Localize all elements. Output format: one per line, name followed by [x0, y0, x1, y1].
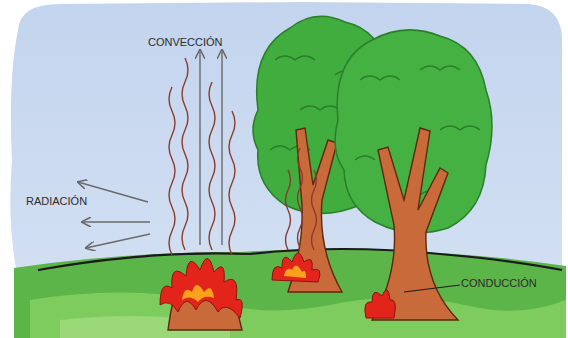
burning-stump [160, 258, 242, 330]
sky [10, 2, 562, 292]
process-label: CONDUCCIÓN [461, 277, 537, 290]
radiation-arrows [78, 182, 150, 248]
fire [365, 290, 395, 318]
leader-line [404, 285, 460, 292]
fire [272, 253, 320, 282]
heat-waves [169, 58, 317, 255]
tree [335, 30, 492, 320]
convection-arrows [200, 50, 222, 245]
process-label: RADIACIÓN [26, 195, 87, 208]
ground [14, 249, 566, 338]
process-label: CONVECCIÓN [148, 36, 223, 49]
